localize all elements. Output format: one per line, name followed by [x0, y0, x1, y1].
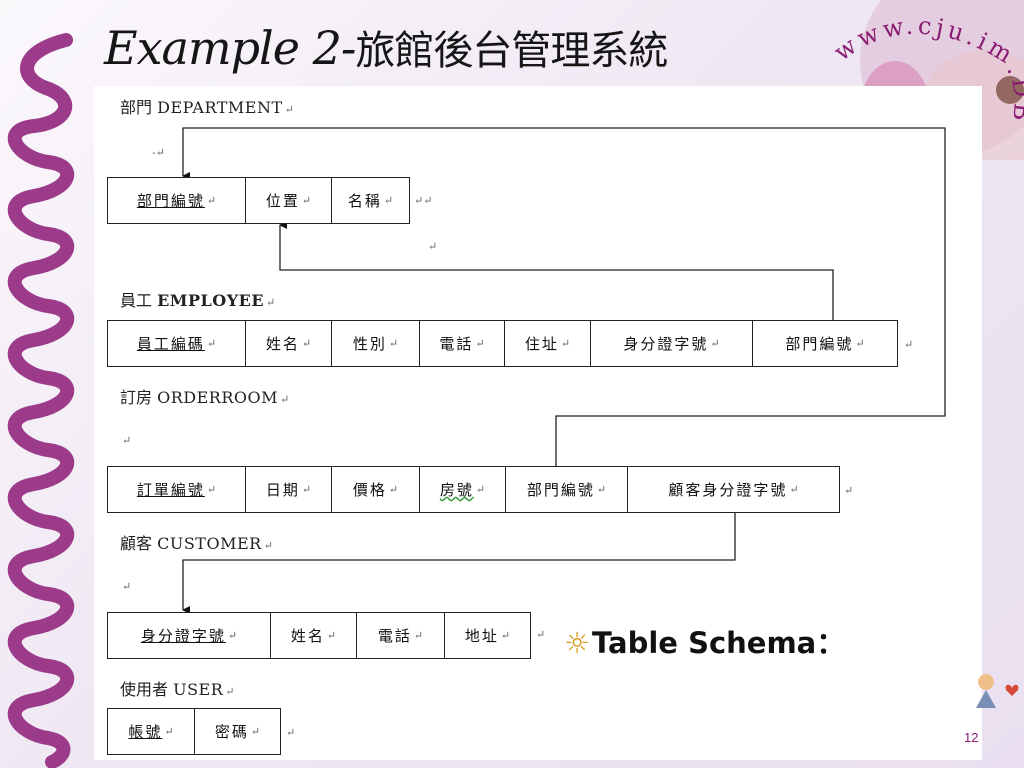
customer-table: 身分證字號↵ 姓名↵ 電話↵ 地址↵	[107, 612, 531, 659]
orderroom-col-2: 價格↵	[331, 467, 419, 512]
paragraph-mark: ↵↵	[414, 194, 433, 207]
table-schema-label: ☼Table Schema：	[564, 626, 846, 660]
orderroom-col-0: 訂單編號↵	[136, 481, 217, 499]
orderroom-heading: 訂房 ORDERROOM↵	[120, 388, 290, 407]
department-col-2: 名稱↵	[331, 178, 409, 223]
sun-icon: ☼	[564, 626, 590, 660]
paragraph-mark: -↵	[152, 146, 165, 159]
department-table: 部門編號↵ 位置↵ 名稱↵	[107, 177, 410, 224]
department-heading: 部門 DEPARTMENT↵	[120, 98, 294, 117]
decorative-squiggle	[7, 33, 75, 768]
user-table: 帳號↵ 密碼↵	[107, 708, 281, 755]
employee-col-2: 性別↵	[331, 321, 419, 366]
orderroom-col-5: 顧客身分證字號↵	[627, 467, 839, 512]
user-heading: 使用者 USER↵	[120, 680, 235, 699]
employee-table: 員工編碼↵ 姓名↵ 性別↵ 電話↵ 住址↵ 身分證字號↵ 部門編號↵	[107, 320, 898, 367]
department-col-1: 位置↵	[245, 178, 331, 223]
employee-heading: 員工 EMPLOYEE↵	[120, 291, 276, 310]
paragraph-mark: ↵	[428, 240, 438, 253]
link-orderroom-department	[182, 127, 946, 466]
orderroom-col-3: 房號↵	[419, 467, 505, 512]
employee-col-1: 姓名↵	[245, 321, 331, 366]
user-col-0: 帳號↵	[128, 723, 174, 741]
department-col-0: 部門編號↵	[136, 192, 217, 210]
paragraph-mark: ↵	[904, 338, 914, 351]
paragraph-mark: ↵	[536, 628, 546, 641]
orderroom-col-1: 日期↵	[245, 467, 331, 512]
customer-col-3: 地址↵	[444, 613, 530, 658]
paragraph-mark: ↵	[844, 484, 854, 497]
customer-col-1: 姓名↵	[270, 613, 356, 658]
customer-col-0: 身分證字號↵	[140, 627, 238, 645]
employee-col-5: 身分證字號↵	[590, 321, 752, 366]
doodle-icon	[976, 674, 1019, 708]
title-en: Example 2-	[104, 21, 356, 75]
paragraph-mark: ↵	[122, 434, 132, 447]
employee-col-4: 住址↵	[504, 321, 590, 366]
employee-col-6: 部門編號↵	[752, 321, 897, 366]
page-number: 12	[964, 730, 979, 745]
user-col-1: 密碼↵	[194, 709, 280, 754]
link-orderroom-customer	[182, 513, 736, 614]
paragraph-mark: ↵	[122, 580, 132, 593]
customer-col-2: 電話↵	[356, 613, 444, 658]
employee-col-0: 員工編碼↵	[136, 335, 217, 353]
orderroom-table: 訂單編號↵ 日期↵ 價格↵ 房號↵ 部門編號↵ 顧客身分證字號↵	[107, 466, 840, 513]
customer-heading: 顧客 CUSTOMER↵	[120, 534, 273, 553]
link-employee-department	[279, 221, 834, 320]
paragraph-mark: ↵	[286, 726, 296, 739]
title-zh: 旅館後台管理系統	[355, 28, 668, 74]
employee-col-3: 電話↵	[419, 321, 504, 366]
slide-title: Example 2-旅館後台管理系統	[104, 18, 668, 76]
orderroom-col-4: 部門編號↵	[505, 467, 627, 512]
